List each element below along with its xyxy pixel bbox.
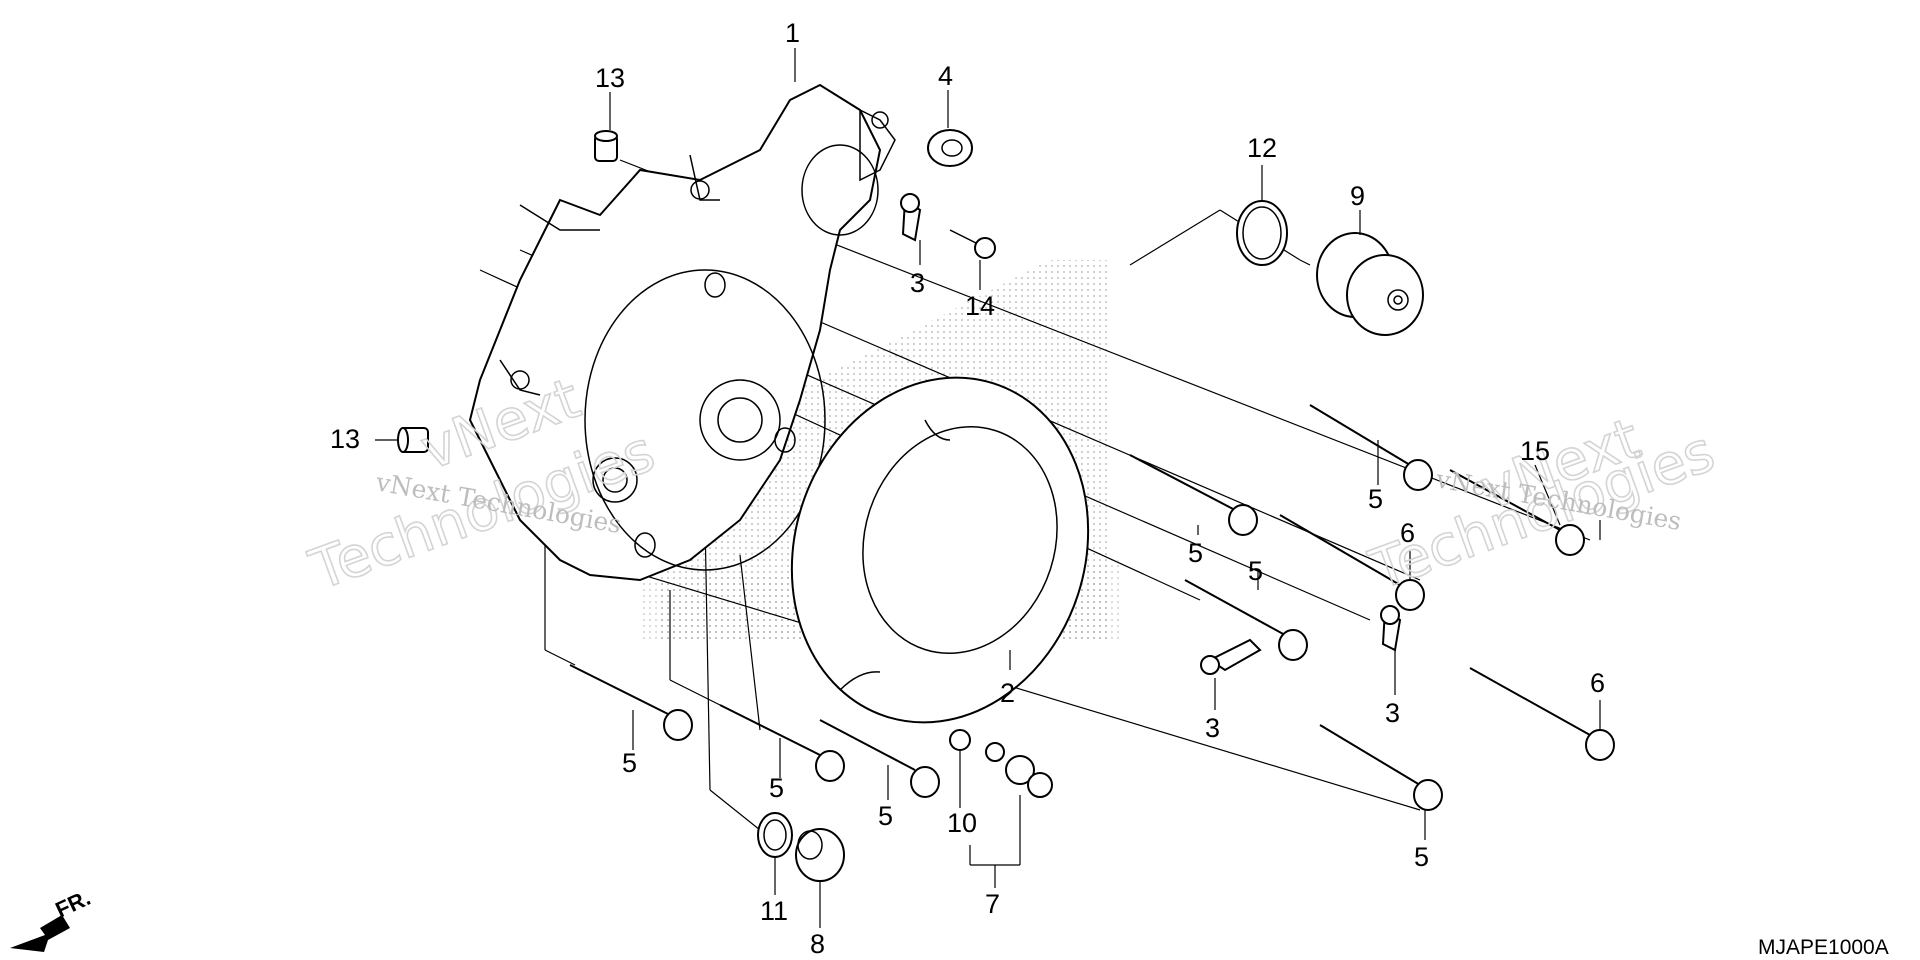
- callout-15: 15: [1520, 436, 1550, 466]
- bolt-mid-1: [1129, 454, 1258, 536]
- callout-5-f: 5: [1368, 484, 1383, 514]
- washer: [949, 729, 971, 751]
- direction-label: FR.: [52, 885, 95, 923]
- callout-11: 11: [760, 896, 788, 926]
- callout-5-c: 5: [878, 801, 893, 831]
- callout-6-upper: 6: [1400, 518, 1415, 548]
- callout-2: 2: [1000, 678, 1015, 708]
- front-direction-arrow: FR.: [10, 885, 94, 952]
- callout-leaders: [375, 48, 1601, 928]
- left-crankcase-cover: [468, 83, 896, 582]
- outer-cover: [790, 376, 1090, 724]
- callout-14: 14: [965, 291, 995, 321]
- bolt-mid-3: [1309, 404, 1433, 491]
- callout-5-d: 5: [1188, 538, 1203, 568]
- o-ring-large: [1236, 200, 1288, 266]
- bolt-left-2: [719, 704, 845, 782]
- callout-3-right: 3: [1385, 698, 1400, 728]
- callout-7: 7: [985, 889, 1000, 919]
- callout-3-top: 3: [910, 268, 925, 298]
- callout-5-a: 5: [622, 748, 637, 778]
- callout-9: 9: [1350, 181, 1365, 211]
- sealing-bolts: [985, 742, 1053, 798]
- grommet: [927, 129, 973, 167]
- callout-10: 10: [947, 808, 977, 838]
- bolt-left-3: [819, 719, 940, 798]
- clamp-lower: [1208, 638, 1262, 672]
- callout-8: 8: [810, 929, 825, 959]
- callout-12: 12: [1247, 133, 1277, 163]
- bolt-mid-2: [1184, 579, 1308, 661]
- callout-13-left: 13: [330, 424, 360, 454]
- callout-5-e: 5: [1248, 556, 1263, 586]
- plug-large: [1316, 232, 1424, 336]
- bolt-left-1: [569, 664, 693, 741]
- callouts: 1 2 3 3 3 4 5 5 5 5 5 5 5 6 6 7 8 9 10 1…: [330, 18, 1605, 959]
- callout-1: 1: [785, 18, 800, 48]
- callout-6-lower: 6: [1590, 668, 1605, 698]
- callout-5-b: 5: [769, 773, 784, 803]
- callout-4: 4: [938, 61, 953, 91]
- callout-3-lower: 3: [1205, 713, 1220, 743]
- bolt-5-lower: [1319, 724, 1443, 811]
- bolt-6-lower: [1469, 667, 1615, 761]
- flange-bolts: [569, 404, 1615, 811]
- bolt-14: [974, 237, 996, 259]
- arrow-icon: [10, 915, 70, 952]
- diagram-code: MJAPE1000A: [1758, 936, 1889, 959]
- bolt-15: [1449, 469, 1585, 556]
- small-parts: [397, 129, 1424, 882]
- callout-13-top: 13: [595, 63, 625, 93]
- callout-5-g: 5: [1414, 842, 1429, 872]
